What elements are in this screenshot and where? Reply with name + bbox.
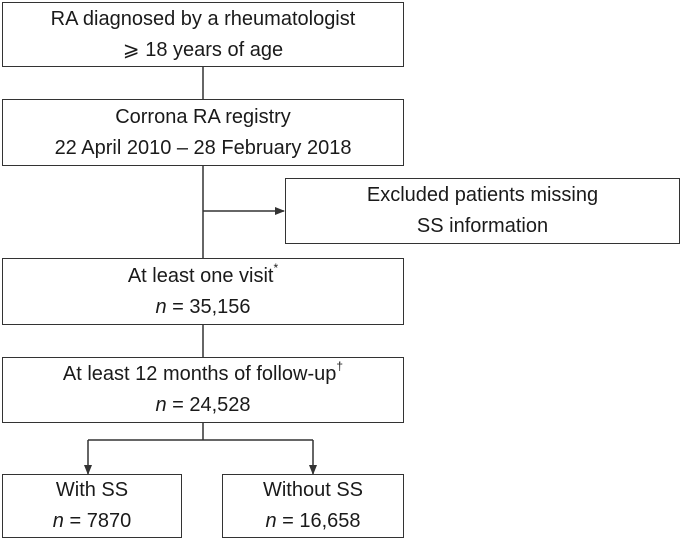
eligibility-line2: ⩾ 18 years of age [122, 38, 284, 61]
followup-footnote-mark: † [336, 359, 344, 374]
followup-text: At least 12 months of follow-up [62, 363, 337, 385]
excluded-line1: Excluded patients missing [366, 184, 599, 206]
with-ss-n-symbol: n [52, 510, 64, 532]
one-visit-footnote-mark: * [273, 260, 279, 275]
one-visit-text: At least one visit [127, 264, 274, 287]
without-ss-n-symbol: n [265, 510, 277, 532]
eligibility-line1: RA diagnosed by a rheumatologist [50, 7, 356, 30]
box-without-ss: Without SS n = 16,658 [222, 474, 404, 538]
box-eligibility: RA diagnosed by a rheumatologist ⩾ 18 ye… [2, 2, 404, 67]
box-registry: Corrona RA registry 22 April 2010 – 28 F… [2, 99, 404, 166]
box-with-ss: With SS n = 7870 [2, 474, 182, 538]
registry-line2: 22 April 2010 – 28 February 2018 [54, 136, 352, 159]
without-ss-n-value: = 16,658 [276, 510, 361, 532]
without-ss-count: n = 16,658 [265, 506, 360, 537]
followup-n-symbol: n [155, 394, 167, 416]
box-excluded: Excluded patients missing SS information [285, 178, 680, 244]
without-ss-label: Without SS [262, 479, 364, 501]
followup-label: At least 12 months of follow-up† [63, 359, 343, 390]
with-ss-label: With SS [55, 479, 129, 501]
followup-count: n = 24,528 [155, 390, 250, 421]
one-visit-n-value: = 35,156 [166, 295, 251, 318]
followup-n-value: = 24,528 [166, 394, 251, 416]
box-followup: At least 12 months of follow-up† n = 24,… [2, 357, 404, 423]
excluded-line2: SS information [416, 215, 549, 237]
box-one-visit: At least one visit* n = 35,156 [2, 258, 404, 325]
one-visit-count: n = 35,156 [155, 292, 250, 323]
with-ss-count: n = 7870 [53, 506, 131, 537]
one-visit-n-symbol: n [155, 295, 167, 318]
one-visit-label: At least one visit* [128, 261, 278, 292]
with-ss-n-value: = 7870 [63, 510, 132, 532]
registry-line1: Corrona RA registry [115, 105, 291, 128]
